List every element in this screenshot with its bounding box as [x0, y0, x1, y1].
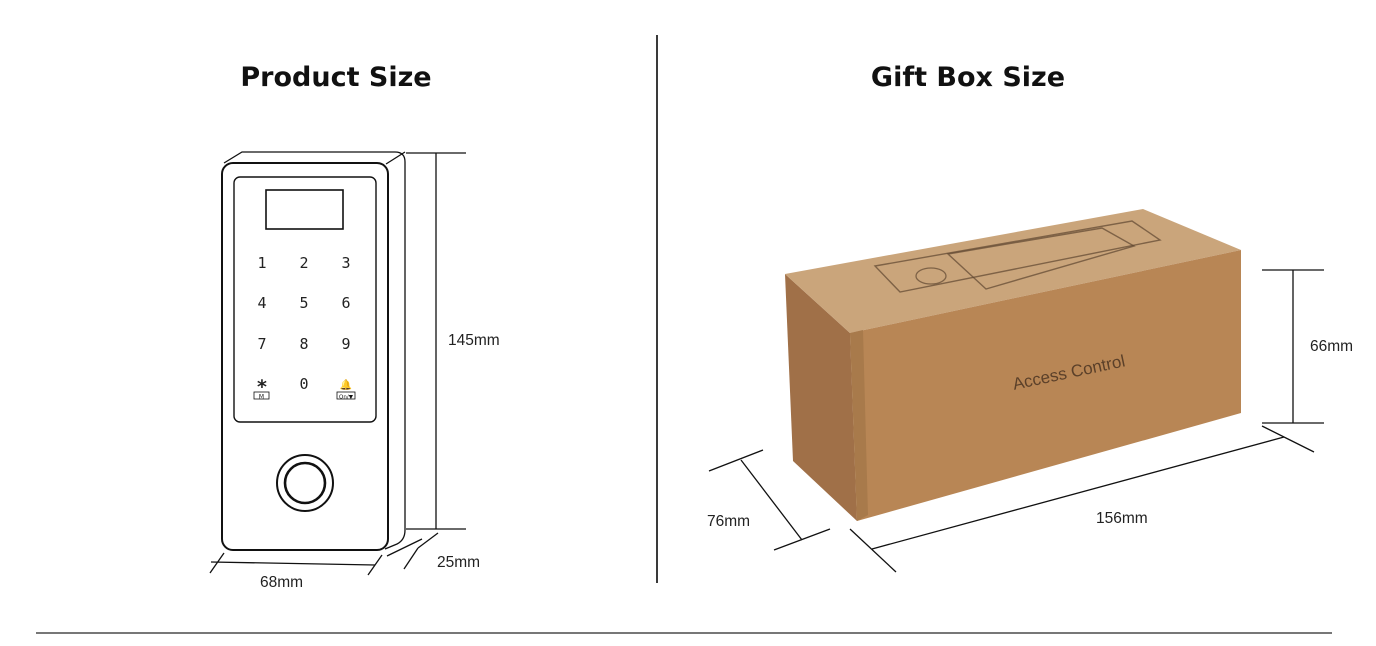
vertical-divider — [656, 35, 658, 583]
display-window — [265, 189, 344, 230]
gift-box-dimension-lines — [708, 269, 1324, 573]
box-length-label: 156mm — [1096, 510, 1148, 527]
key-5: 5 — [299, 294, 308, 312]
key-3: 3 — [341, 254, 350, 272]
key-star: * — [256, 376, 267, 398]
key-star-sublabel: M — [259, 393, 264, 400]
key-bell-sublabel: On/▼ — [339, 394, 354, 400]
key-2: 2 — [299, 254, 308, 272]
key-7: 7 — [257, 335, 266, 353]
box-depth-label: 76mm — [707, 513, 750, 530]
gift-box-photo: Access Control — [785, 209, 1241, 521]
product-device-drawing: 1 2 3 4 5 6 7 8 9 * 0 🔔 M On/▼ — [221, 151, 406, 551]
product-width-label: 68mm — [260, 574, 303, 591]
key-9: 9 — [341, 335, 350, 353]
product-dimension-lines — [209, 152, 466, 576]
gift-box-size-title: Gift Box Size — [870, 62, 1066, 93]
bottom-divider — [36, 632, 1332, 634]
key-4: 4 — [257, 294, 266, 312]
bell-icon: 🔔 — [340, 379, 352, 391]
product-height-label: 145mm — [448, 332, 500, 349]
box-height-label: 66mm — [1310, 338, 1353, 355]
key-0: 0 — [299, 375, 308, 393]
product-depth-label: 25mm — [437, 554, 480, 571]
key-8: 8 — [299, 335, 308, 353]
device-body — [221, 162, 389, 551]
product-size-title: Product Size — [240, 62, 432, 93]
key-1: 1 — [257, 254, 266, 272]
fingerprint-reader — [276, 454, 334, 512]
key-6: 6 — [341, 294, 350, 312]
keypad-panel — [233, 176, 377, 423]
